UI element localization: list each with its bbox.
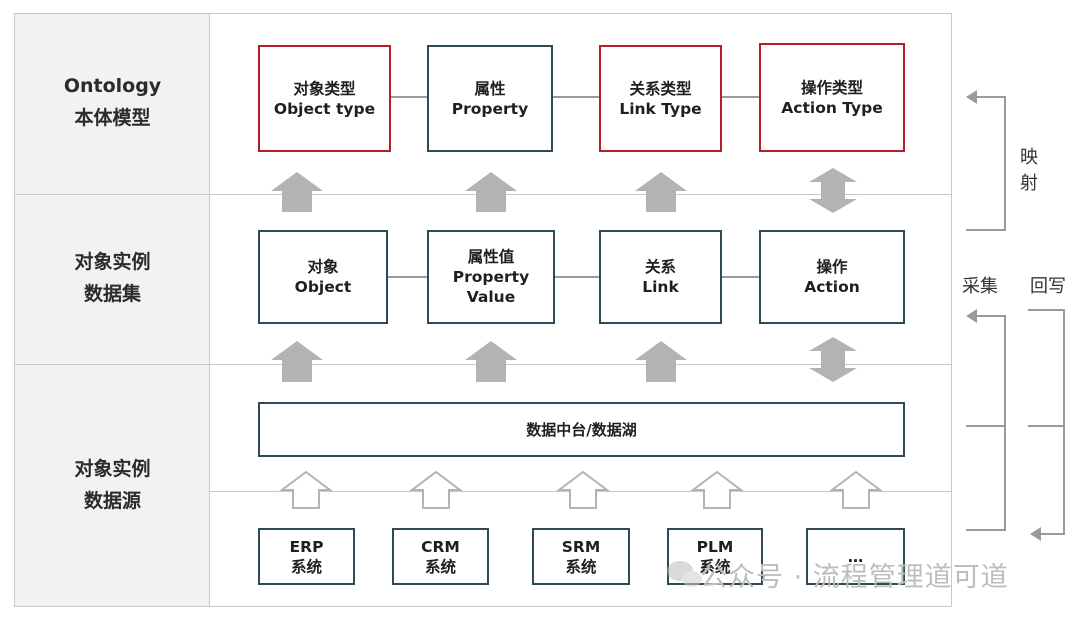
- hollow-up-arrow-icon: [279, 470, 333, 509]
- collect-label: 采集: [962, 276, 998, 297]
- up-arrow-icon: [635, 172, 687, 212]
- source-system-srm: SRM 系统: [532, 528, 630, 585]
- box-label-zh: 对象: [307, 258, 339, 276]
- box-label-zh: 操作: [816, 258, 848, 276]
- instance-box-link: 关系 Link: [599, 230, 722, 324]
- instance-box-object: 对象 Object: [258, 230, 388, 324]
- hollow-up-arrow-icon: [829, 470, 883, 509]
- writeback-bracket: [1028, 309, 1065, 535]
- system-suffix: 系统: [290, 557, 322, 576]
- layer-label-line: Ontology: [63, 75, 162, 97]
- data-platform-bar: 数据中台/数据湖: [258, 402, 905, 457]
- left-arrow-icon: [966, 90, 977, 104]
- layer-label-column: [15, 14, 210, 606]
- connector-line: [388, 276, 428, 278]
- source-system-erp: ERP 系统: [258, 528, 355, 585]
- collect-bracket: [966, 315, 1006, 531]
- ontology-box-link-type: 关系类型 Link Type: [599, 45, 722, 152]
- hollow-up-arrow-icon: [409, 470, 463, 509]
- box-label-en: Object: [294, 278, 352, 296]
- box-label-zh: 对象类型: [293, 79, 356, 98]
- layer-label-instances: 对象实例 数据集: [15, 246, 210, 310]
- box-label-en: Action: [804, 278, 860, 296]
- source-system-crm: CRM 系统: [392, 528, 489, 585]
- box-label-en: Link Type: [619, 99, 702, 118]
- ontology-box-action-type: 操作类型 Action Type: [759, 43, 905, 152]
- connector-line: [722, 276, 760, 278]
- box-label-en: Link: [642, 278, 679, 296]
- system-name: ERP: [289, 537, 324, 556]
- connector-line: [555, 276, 599, 278]
- connector-line: [722, 96, 760, 98]
- box-label-zh: 关系: [644, 258, 676, 276]
- up-arrow-icon: [465, 172, 517, 212]
- mapping-label: 映 射: [1020, 145, 1038, 197]
- system-name: CRM: [421, 537, 460, 556]
- box-label-en: Action Type: [781, 98, 883, 117]
- ontology-box-property: 属性 Property: [427, 45, 553, 152]
- ontology-box-object-type: 对象类型 Object type: [258, 45, 391, 152]
- system-name: PLM: [696, 537, 734, 556]
- up-arrow-icon: [465, 341, 517, 382]
- layer-label-line: 对象实例: [74, 251, 151, 273]
- layer-label-sources: 对象实例 数据源: [15, 453, 210, 517]
- layer-label-line: 数据集: [83, 283, 141, 305]
- up-arrow-icon: [635, 341, 687, 382]
- mapping-label-char: 射: [1020, 173, 1038, 194]
- left-arrow-icon: [966, 309, 977, 323]
- box-label-zh: 关系类型: [629, 79, 692, 98]
- system-suffix: 系统: [699, 557, 731, 576]
- system-name: SRM: [561, 537, 601, 556]
- system-name: …: [847, 547, 864, 566]
- layer-label-line: 数据源: [83, 490, 141, 512]
- box-label-en: Property: [451, 99, 529, 118]
- connector-line: [553, 96, 600, 98]
- box-label-zh: 操作类型: [800, 78, 863, 97]
- platform-label: 数据中台/数据湖: [526, 420, 637, 439]
- box-label-en: Value: [466, 288, 516, 306]
- mapping-label-char: 映: [1020, 147, 1038, 168]
- box-label-zh: 属性: [474, 79, 506, 98]
- bidirectional-arrow-icon: [809, 337, 857, 382]
- mapping-bracket: [966, 96, 1006, 231]
- box-label-zh: 属性值: [467, 248, 515, 266]
- system-suffix: 系统: [565, 557, 597, 576]
- left-arrow-icon: [1030, 527, 1041, 541]
- instance-box-property-value: 属性值 Property Value: [427, 230, 555, 324]
- box-label-en: Object type: [273, 99, 376, 118]
- writeback-label: 回写: [1030, 276, 1066, 297]
- box-label-en: Property: [452, 268, 530, 286]
- connector-line: [390, 96, 428, 98]
- hollow-up-arrow-icon: [556, 470, 610, 509]
- watermark-text: 公众号 · 流程管理道可道: [700, 562, 1009, 593]
- system-suffix: 系统: [424, 557, 456, 576]
- layer-label-ontology: Ontology 本体模型: [15, 70, 210, 134]
- up-arrow-icon: [271, 172, 323, 212]
- wechat-icon: [667, 561, 702, 587]
- layer-label-line: 本体模型: [74, 107, 151, 129]
- instance-box-action: 操作 Action: [759, 230, 905, 324]
- hollow-up-arrow-icon: [690, 470, 744, 509]
- source-system-more: …: [806, 528, 905, 585]
- bidirectional-arrow-icon: [809, 168, 857, 213]
- layer-label-line: 对象实例: [74, 458, 151, 480]
- up-arrow-icon: [271, 341, 323, 382]
